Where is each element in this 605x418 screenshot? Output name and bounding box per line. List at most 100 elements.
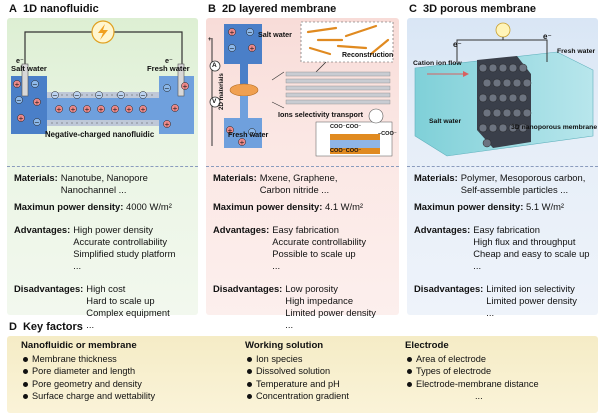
salt-water-label: Salt water <box>258 30 292 39</box>
anion-icon <box>31 80 39 88</box>
porous-membrane-diagram <box>414 22 594 157</box>
svg-text:+: + <box>140 105 145 113</box>
svg-text:+: + <box>182 82 187 90</box>
pore <box>502 78 512 88</box>
electron-label-left: e⁻ <box>453 40 462 49</box>
anion-icon <box>73 91 81 99</box>
pore <box>478 63 488 73</box>
cation-icon <box>33 98 41 106</box>
power-density: Maximun power density: 4000 W/m² <box>14 201 172 212</box>
svg-text:−: − <box>96 91 101 99</box>
fresh-water-label: Fresh water <box>557 48 596 55</box>
cation-icon <box>111 105 119 113</box>
anion-icon <box>51 91 59 99</box>
anion-icon <box>246 28 254 36</box>
layered-membrane-diagram: +−−++−+ <box>209 21 394 157</box>
list-item: Temperature and pH <box>245 378 349 390</box>
nanofluidic-diagram: +−−++−−++++++++++−−−−− <box>11 20 194 134</box>
cation-flow-label: Cation ion flow <box>413 60 462 67</box>
pore <box>492 78 502 88</box>
coo-label-top: COO⁻COO⁻ <box>330 124 362 130</box>
anion-icon <box>139 91 147 99</box>
electron-label-left: e⁻ <box>16 56 24 65</box>
svg-text:+: + <box>164 120 169 128</box>
svg-text:+: + <box>70 105 75 113</box>
pore <box>498 123 508 133</box>
cation-icon <box>226 126 234 134</box>
svg-text:−: − <box>229 44 234 52</box>
list-item: Electrode-membrane distance <box>405 378 539 390</box>
svg-text:+: + <box>126 105 131 113</box>
membrane-layer <box>285 78 391 84</box>
coo-label-side: –COO⁻ <box>378 131 397 137</box>
salt-water-label: Salt water <box>429 118 462 125</box>
power-density: Maximun power density: 4.1 W/m² <box>213 201 364 212</box>
svg-text:+: + <box>18 114 23 122</box>
pore <box>508 93 518 103</box>
pore <box>508 63 518 73</box>
pore <box>498 63 508 73</box>
list-item: Pore geometry and density <box>21 378 155 390</box>
svg-text:+: + <box>56 105 61 113</box>
electron-label-right: e⁻ <box>165 56 173 65</box>
cation-icon <box>125 105 133 113</box>
svg-text:−: − <box>52 91 57 99</box>
light-bulb-icon <box>495 22 511 38</box>
divider <box>407 166 598 167</box>
ion-selectivity-label: Ions selectivity transport <box>278 110 364 119</box>
cation-icon <box>69 105 77 113</box>
panel-1d-nanofluidic: +−−++−−++++++++++−−−−− e⁻ e⁻ Salt water … <box>7 18 198 330</box>
factors-electrode: Electrode Area of electrode Types of ele… <box>405 340 539 401</box>
circuit-sign: + <box>208 37 212 43</box>
cation-icon <box>248 44 256 52</box>
cation-icon <box>139 105 147 113</box>
anion-icon <box>248 128 256 136</box>
list-item: Pore diameter and length <box>21 365 155 377</box>
more-indicator: ... <box>475 390 483 401</box>
pore <box>498 93 508 103</box>
cation-icon <box>55 105 63 113</box>
svg-text:−: − <box>164 84 169 92</box>
pore <box>508 123 518 133</box>
anion-icon <box>33 118 41 126</box>
reconstruction-label: Reconstruction <box>342 52 394 59</box>
membrane-layer <box>285 99 391 105</box>
svg-text:−: − <box>16 96 21 104</box>
list-item: Concentration gradient <box>245 390 349 402</box>
panel-3d-porous-membrane: e⁻ e⁻ Cation ion flow Fresh water Salt w… <box>407 18 598 318</box>
svg-text:+: + <box>34 98 39 106</box>
membrane-layer <box>285 71 391 77</box>
svg-text:+: + <box>249 44 254 52</box>
fresh-water-label: Fresh water <box>147 64 190 73</box>
list-item: Area of electrode <box>405 353 539 365</box>
pore <box>482 78 492 88</box>
pore <box>488 123 498 133</box>
membrane-layer <box>285 85 391 91</box>
coo-label-bottom: COO⁻COO⁻ <box>330 148 362 154</box>
factors-working-solution: Working solution Ion species Dissolved s… <box>245 340 349 402</box>
electron-label-right: e⁻ <box>543 32 552 41</box>
svg-text:−: − <box>247 28 252 36</box>
negative-nanofluidic-label: Negative-charged nanofluidic <box>45 130 155 139</box>
list-item: Dissolved solution <box>245 365 349 377</box>
nanoporous-membrane-label: 3D nanoporous membrane <box>511 124 598 131</box>
anion-icon <box>15 96 23 104</box>
cation-icon <box>97 105 105 113</box>
list-item: Membrane thickness <box>21 353 155 365</box>
cation-icon <box>238 138 246 146</box>
key-factors-panel: Nanofluidic or membrane Membrane thickne… <box>7 336 598 413</box>
svg-text:+: + <box>98 105 103 113</box>
pore <box>512 108 522 118</box>
svg-text:+: + <box>14 80 19 88</box>
svg-text:+: + <box>112 105 117 113</box>
list-item: Ion species <box>245 353 349 365</box>
cation-icon <box>83 105 91 113</box>
pore <box>488 93 498 103</box>
